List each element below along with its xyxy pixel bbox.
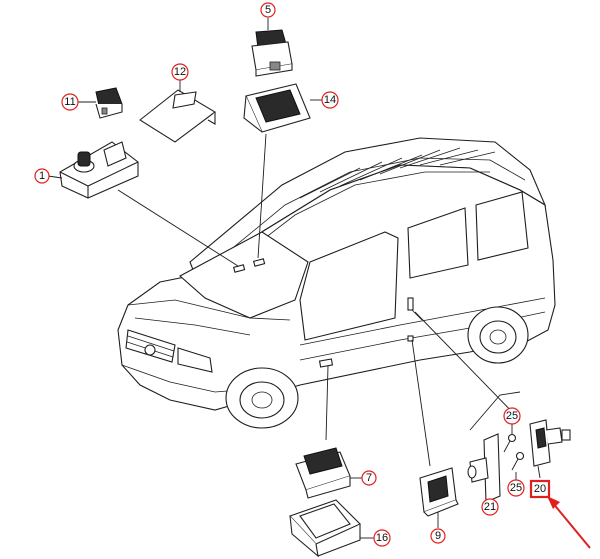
part-7-window-switch[interactable] [295,447,351,499]
part-21-bracket[interactable] [467,433,501,503]
callout-25-upper: 25 [503,407,521,434]
svg-text:9: 9 [435,530,441,542]
callout-9: 9 [430,512,446,544]
callout-7: 7 [350,470,377,486]
part-25-screw-lower[interactable] [511,451,525,471]
part-14-switch-housing[interactable] [243,83,311,133]
callout-25-lower: 25 [507,472,525,497]
svg-text:21: 21 [484,501,496,513]
callout-21: 21 [481,498,499,516]
part-1-mirror-switch-panel[interactable] [59,141,139,199]
callout-14: 14 [310,91,339,109]
highlight-arrow [547,496,591,549]
callout-11: 11 [61,93,96,111]
svg-text:11: 11 [64,96,75,108]
svg-text:16: 16 [376,532,388,544]
callout-12: 12 [171,63,189,92]
part-5-window-switch[interactable] [251,29,293,77]
svg-text:20: 20 [534,483,546,495]
part-25-screw-upper[interactable] [503,433,517,453]
van-illustration [117,137,556,429]
part-9-door-switch[interactable] [419,467,459,517]
svg-text:25: 25 [510,482,522,494]
callout-20-highlighted: 20 [529,479,551,499]
callout-16: 16 [360,529,391,547]
part-12-cover-plate[interactable] [139,89,216,143]
svg-text:1: 1 [39,170,45,182]
svg-text:7: 7 [366,472,372,484]
svg-text:12: 12 [174,66,186,78]
svg-text:25: 25 [506,410,518,422]
callout-1: 1 [34,168,63,184]
callout-5: 5 [260,2,276,30]
leader-lines [117,133,521,467]
svg-text:5: 5 [265,4,271,16]
svg-text:14: 14 [324,94,336,106]
part-20-door-contact-switch[interactable] [529,419,571,479]
part-16-switch-housing[interactable] [289,499,361,558]
part-11-switch[interactable] [95,87,123,119]
